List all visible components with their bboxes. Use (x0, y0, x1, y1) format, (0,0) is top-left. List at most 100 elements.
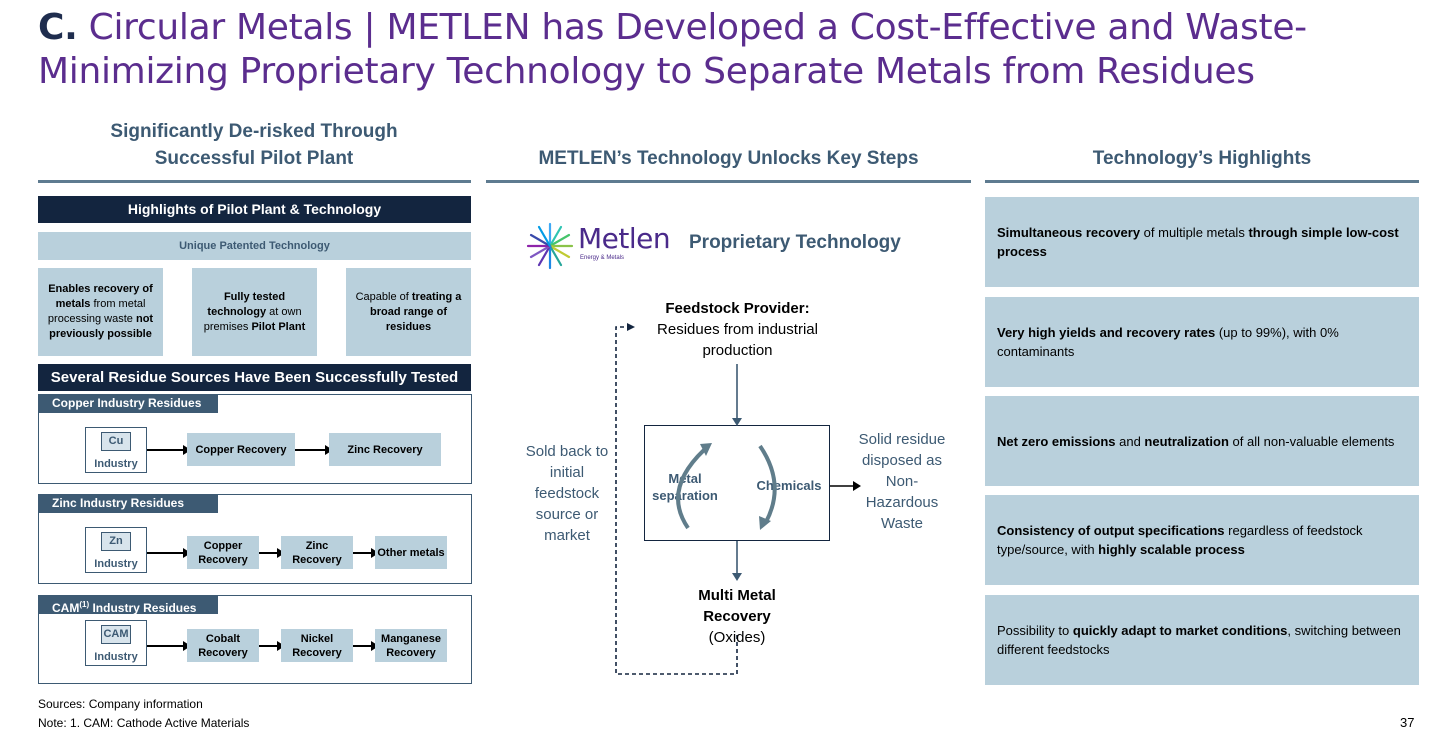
flow-arrow (259, 641, 285, 651)
step-cobalt-recovery: Cobalt Recovery (187, 629, 259, 662)
step-manganese-recovery: Manganese Recovery (375, 629, 447, 662)
bold-text: quickly adapt to market conditions (1072, 623, 1288, 638)
highlight-simultaneous-recovery: Simultaneous recovery of multiple metals… (985, 197, 1419, 287)
page-number: 37 (1400, 715, 1415, 730)
left-column-heading: Significantly De-risked Through Successf… (38, 118, 470, 172)
middle-column-rule (486, 180, 971, 183)
text-segment: regardless of feedstock type/source, wit… (997, 523, 1363, 557)
flow-arrow (353, 641, 379, 651)
industry-label: Industry (94, 458, 138, 470)
highlight-adaptability: Possibility to quickly adapt to market c… (985, 595, 1419, 685)
highlight-high-yields: Very high yields and recovery rates (up … (985, 297, 1419, 387)
bold-text: Very high yields and recovery rates (997, 325, 1216, 340)
industry-label: Industry (94, 651, 138, 663)
text-segment: at own premises (203, 305, 302, 333)
pilot-box-text: Enables recovery of metals from metal pr… (44, 282, 157, 342)
bold-text: through simple low-cost process (997, 225, 1399, 259)
step-other-metals: Other metals (375, 536, 447, 569)
cam-label-rest: Industry Residues (89, 601, 197, 615)
pilot-highlights-header: Highlights of Pilot Plant & Technology (38, 196, 471, 223)
text-segment: , switching between different feedstocks (997, 623, 1401, 657)
text-segment: of multiple metals (1140, 225, 1249, 240)
step-zinc-recovery: Zinc Recovery (329, 433, 441, 466)
zinc-residues-label: Zinc Industry Residues (38, 494, 218, 513)
cam-footnote-marker: (1) (79, 600, 90, 609)
flow-arrow (259, 548, 285, 558)
highlight-net-zero: Net zero emissions and neutralization of… (985, 396, 1419, 486)
sold-back-text: Sold back to initial feedstock source or… (525, 443, 609, 544)
pilot-box-recovery: Enables recovery of metals from metal pr… (38, 268, 163, 356)
feedstock-provider: Feedstock Provider: Residues from indust… (640, 298, 835, 361)
cam-residues-section: CAM(1) Industry Residues CAM Industry Co… (38, 595, 472, 684)
bold-text: highly scalable process (1098, 542, 1245, 557)
bold-text: treating a broad range of residues (369, 290, 462, 333)
proprietary-technology-label: Proprietary Technology (689, 232, 901, 253)
step-zinc-recovery: Zinc Recovery (281, 536, 353, 569)
zinc-industry-box: Zn Industry (85, 527, 147, 573)
left-heading-line2: Successful Pilot Plant (154, 148, 354, 169)
pilot-box-text: Fully tested technology at own premises … (198, 290, 311, 335)
highlight-text: Possibility to quickly adapt to market c… (997, 621, 1407, 659)
bold-text: neutralization (1144, 433, 1229, 449)
metal-separation-label: Metal separation (652, 471, 718, 503)
highlight-text: Net zero emissions and neutralization of… (997, 432, 1394, 451)
industry-label: Industry (94, 558, 138, 570)
highlight-text: Very high yields and recovery rates (up … (997, 323, 1407, 361)
metlen-logo-icon (526, 222, 574, 270)
feedstock-body: Residues from industrial production (657, 321, 818, 359)
multi-metal-output: Multi Metal Recovery (Oxides) (668, 585, 806, 648)
feedstock-title: Feedstock Provider: (665, 300, 810, 317)
output-title: Multi Metal Recovery (698, 587, 776, 625)
flow-arrow (353, 548, 379, 558)
zinc-symbol: Zn (101, 532, 131, 551)
zinc-residues-section: Zinc Industry Residues Zn Industry Coppe… (38, 494, 472, 584)
step-copper-recovery: Copper Recovery (187, 536, 259, 569)
pilot-box-text: Capable of treating a broad range of res… (352, 290, 465, 335)
flow-arrow (147, 548, 191, 558)
copper-residues-section: Copper Industry Residues Cu Industry Cop… (38, 394, 472, 484)
bold-text: Fully tested technology (207, 290, 286, 318)
solid-residue-text: Solid residue disposed as Non-Hazardous … (858, 431, 946, 532)
metlen-wordmark: Metlen (578, 222, 671, 255)
sources-note: Sources: Company information (38, 697, 203, 711)
bold-text: Net zero emissions (997, 433, 1116, 449)
highlight-text: Simultaneous recovery of multiple metals… (997, 223, 1407, 261)
page-title: C. Circular Metals | METLEN has Develope… (38, 6, 1418, 94)
cam-symbol: CAM (101, 625, 131, 644)
text-segment: (up to 99%), with 0% contaminants (997, 325, 1339, 359)
left-heading-line1: Significantly De-risked Through (110, 121, 398, 142)
bold-text: Simultaneous recovery (997, 225, 1141, 240)
flow-arrow (295, 445, 333, 455)
bold-text: Enables recovery of metals (48, 283, 153, 310)
text-segment: of all non-valuable elements (1228, 433, 1395, 449)
highlight-consistency: Consistency of output specifications reg… (985, 495, 1419, 585)
right-column-heading: Technology’s Highlights (1092, 148, 1312, 169)
step-copper-recovery: Copper Recovery (187, 433, 295, 466)
cam-label-main: CAM (52, 601, 80, 615)
section-letter: C. (38, 7, 78, 48)
footnote: Note: 1. CAM: Cathode Active Materials (38, 716, 250, 730)
copper-symbol: Cu (101, 432, 131, 451)
right-column-rule (985, 180, 1419, 183)
output-subtitle: (Oxides) (708, 629, 766, 646)
highlight-text: Consistency of output specifications reg… (997, 521, 1407, 559)
pilot-box-tested: Fully tested technology at own premises … (192, 268, 317, 356)
copper-residues-label: Copper Industry Residues (38, 394, 218, 413)
text-segment: Capable of (355, 290, 412, 303)
bold-text: Consistency of output specifications (997, 523, 1225, 538)
bold-text: Pilot Plant (251, 320, 306, 333)
text-segment: and (1115, 433, 1145, 449)
flow-arrow (147, 641, 191, 651)
text-segment: Possibility to (997, 623, 1073, 638)
pilot-box-range: Capable of treating a broad range of res… (346, 268, 471, 356)
bold-text: not previously possible (49, 313, 154, 340)
residue-sources-header: Several Residue Sources Have Been Succes… (38, 364, 471, 391)
patented-technology-banner: Unique Patented Technology (38, 232, 471, 260)
left-column-rule (38, 180, 471, 183)
text-segment: from metal processing waste (47, 298, 146, 325)
metlen-subtitle: Energy & Metals (580, 255, 625, 261)
title-text: Circular Metals | METLEN has Developed a… (38, 7, 1307, 92)
middle-column-heading: METLEN’s Technology Unlocks Key Steps (538, 148, 919, 169)
step-nickel-recovery: Nickel Recovery (281, 629, 353, 662)
flow-arrow (147, 445, 191, 455)
